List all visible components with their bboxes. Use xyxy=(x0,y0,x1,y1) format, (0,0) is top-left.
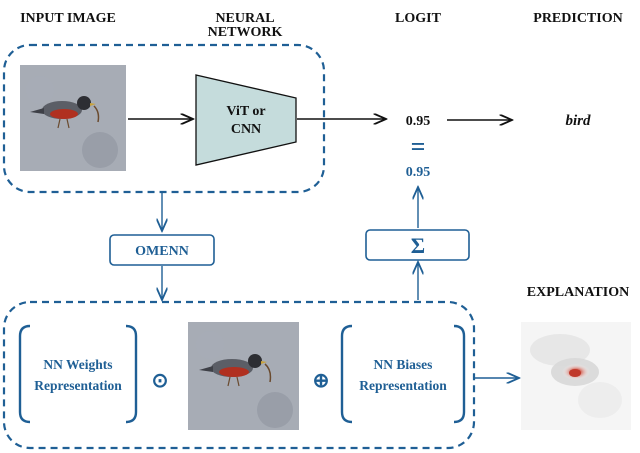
omenn-label: OMENN xyxy=(135,244,189,259)
weights-left-bracket xyxy=(18,324,31,424)
weights-label-line1: NN Weights xyxy=(43,357,112,372)
header-prediction: PREDICTION xyxy=(533,11,622,26)
weights-label-line2: Representation xyxy=(34,378,122,393)
header-neural-network-line1: NEURAL xyxy=(215,11,274,26)
oplus-symbol: ⊕ xyxy=(313,370,330,392)
header-input-image: INPUT IMAGE xyxy=(20,11,116,26)
sum-symbol: Σ xyxy=(411,233,425,258)
header-neural-network-line2: NETWORK xyxy=(208,25,283,40)
model-label-line2: CNN xyxy=(231,122,261,137)
biases-label-line1: NN Biases xyxy=(374,357,433,372)
network-container xyxy=(2,43,326,194)
equals-sign: = xyxy=(411,132,426,161)
logit-value: 0.95 xyxy=(406,114,431,129)
sum-box xyxy=(365,229,470,261)
header-explanation: EXPLANATION xyxy=(527,285,629,300)
prediction-label: bird xyxy=(565,113,591,129)
omenn-box xyxy=(109,234,215,266)
input-bird-image xyxy=(20,65,126,171)
header-logit: LOGIT xyxy=(395,11,442,26)
biases-label-line2: Representation xyxy=(359,378,447,393)
explanation-bird-image xyxy=(188,322,299,430)
model-block xyxy=(195,74,297,166)
biases-right-bracket xyxy=(453,324,466,424)
sum-value: 0.95 xyxy=(406,165,431,180)
odot-symbol: ⊙ xyxy=(152,370,169,392)
explanation-container xyxy=(2,300,476,450)
model-label-line1: ViT or xyxy=(226,104,265,119)
explanation-heatmap-image xyxy=(521,322,631,430)
weights-right-bracket xyxy=(125,324,138,424)
biases-left-bracket xyxy=(340,324,353,424)
